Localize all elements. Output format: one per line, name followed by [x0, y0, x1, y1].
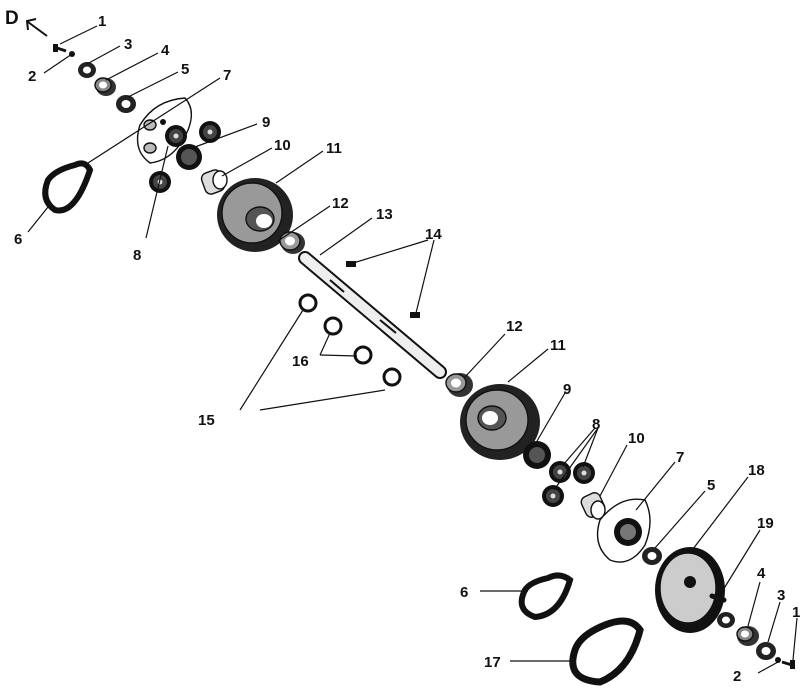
label-6-bottom: 6 — [460, 584, 468, 601]
label-7-bottom: 7 — [676, 449, 684, 466]
label-12-top: 12 — [332, 195, 349, 212]
label-1-top: 1 — [98, 13, 106, 30]
bearing-12-top — [279, 231, 305, 254]
label-9-top: 9 — [262, 114, 270, 131]
label-17: 17 — [484, 654, 501, 671]
chain-6-top — [42, 160, 94, 214]
bearing-12-bottom — [445, 373, 473, 397]
chain-6-bottom — [518, 572, 574, 621]
label-19: 19 — [757, 515, 774, 532]
key-14-b — [410, 312, 420, 318]
label-10-top: 10 — [274, 137, 291, 154]
label-14: 14 — [425, 226, 442, 243]
label-3-top: 3 — [124, 36, 132, 53]
sun-gear-9-top — [176, 144, 202, 170]
label-5-top: 5 — [181, 61, 189, 78]
bearing-4-bottom — [736, 626, 759, 646]
label-9-bottom: 9 — [563, 381, 571, 398]
part-labels: 1 2 3 4 5 6 7 8 9 10 11 12 13 14 12 11 1… — [14, 13, 800, 685]
direction-label-d: D — [5, 8, 19, 29]
planet-gear-8-bottom-c — [542, 485, 564, 507]
pin-19 — [709, 593, 727, 603]
label-1-bottom: 1 — [792, 604, 800, 621]
label-5-bottom: 5 — [707, 477, 715, 494]
label-6-top: 6 — [14, 231, 22, 248]
circlip-16-b — [353, 345, 373, 365]
label-11-top: 11 — [326, 140, 342, 157]
circlip-16-a — [323, 316, 343, 336]
bolt-1-top — [53, 44, 67, 53]
washer-5-top — [116, 95, 136, 113]
bushing-10-bottom — [580, 492, 606, 520]
planet-gear-8-top-b — [199, 121, 221, 143]
bolt-1-bottom — [781, 660, 795, 669]
ring-gear-11-bottom — [460, 384, 540, 460]
direction-arrow-icon — [25, 18, 48, 37]
label-18: 18 — [748, 462, 765, 479]
label-10-bottom: 10 — [628, 430, 645, 447]
bushing-10-top — [200, 169, 228, 195]
label-7-top: 7 — [223, 67, 231, 84]
sprocket-18 — [655, 547, 725, 633]
sun-gear-9-bottom — [523, 441, 551, 469]
washer-5-bottom — [642, 547, 662, 565]
chain-17 — [569, 617, 644, 686]
label-3-bottom: 3 — [777, 587, 785, 604]
nut-2-bottom — [775, 657, 781, 663]
label-8-top: 8 — [133, 247, 141, 264]
washer-3-bottom — [756, 642, 776, 660]
main-shaft-13 — [298, 251, 447, 379]
label-16: 16 — [292, 353, 309, 370]
label-11-bottom: 11 — [550, 337, 566, 354]
bearing-4-top — [94, 77, 116, 96]
label-13: 13 — [376, 206, 393, 223]
leader-lines — [27, 25, 798, 674]
planet-gear-8-top-a — [165, 125, 187, 147]
label-15: 15 — [198, 412, 215, 429]
label-12-bottom: 12 — [506, 318, 523, 335]
label-2-top: 2 — [28, 68, 36, 85]
washer-unlabeled — [717, 612, 735, 628]
circlip-15-a — [298, 293, 318, 313]
label-2-bottom: 2 — [733, 668, 741, 685]
ring-gear-11-top — [217, 178, 293, 252]
planet-gear-8-bottom-a — [549, 461, 571, 483]
carrier-plate-7-bottom — [596, 498, 651, 563]
label-4-top: 4 — [161, 42, 170, 59]
washer-3-top — [78, 62, 96, 78]
circlip-15-b — [382, 367, 402, 387]
label-8-bottom: 8 — [592, 416, 600, 433]
label-4-bottom: 4 — [757, 565, 766, 582]
